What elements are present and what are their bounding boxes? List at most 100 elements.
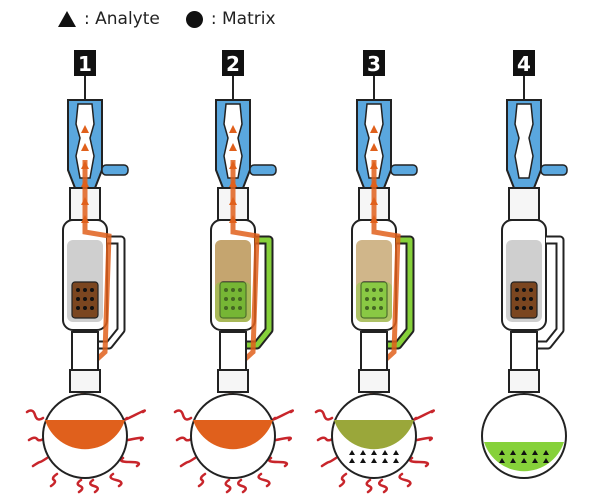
- heat-ray: [413, 409, 435, 421]
- analyte-triangle: [532, 450, 538, 455]
- condensate-drop: [229, 125, 237, 133]
- heat-ray: [89, 478, 99, 494]
- legend-analyte-label: : Analyte: [84, 9, 160, 29]
- step-label-box: [363, 50, 385, 76]
- analyte-triangle: [510, 458, 516, 463]
- analyte-triangle: [543, 458, 549, 463]
- legend: : Analyte : Matrix: [58, 4, 276, 34]
- heat-ray: [224, 478, 232, 494]
- analyte-triangle: [499, 458, 505, 463]
- apparatus-1: 1: [25, 50, 146, 494]
- condensate-drop: [81, 161, 89, 169]
- heat-ray: [197, 472, 207, 488]
- matrix-dot: [76, 306, 80, 310]
- matrix-dot: [83, 297, 87, 301]
- analyte-triangle: [393, 450, 399, 455]
- matrix-dot: [231, 306, 235, 310]
- matrix-dot: [522, 288, 526, 292]
- condensate-drop: [81, 179, 89, 187]
- joint-lower: [508, 369, 540, 393]
- heat-ray: [257, 472, 271, 488]
- heat-ray: [25, 409, 45, 421]
- analyte-triangle: [382, 450, 388, 455]
- matrix-dot: [83, 306, 87, 310]
- heat-ray: [316, 436, 336, 442]
- matrix-dot: [515, 306, 519, 310]
- analyte-triangle: [499, 450, 505, 455]
- heat-ray: [173, 409, 193, 421]
- analyte-triangle: [510, 450, 516, 455]
- condenser-coil: [223, 103, 243, 179]
- triangle-icon: [58, 11, 76, 27]
- matrix-dot: [365, 297, 369, 301]
- analyte-triangle: [532, 458, 538, 463]
- analyte-triangle: [371, 450, 377, 455]
- step-number: 2: [226, 52, 240, 76]
- matrix-dot: [379, 306, 383, 310]
- matrix-dot: [90, 288, 94, 292]
- flask-liquid: [334, 420, 414, 450]
- matrix-dot: [515, 288, 519, 292]
- matrix-dot: [76, 297, 80, 301]
- neck: [510, 331, 538, 377]
- matrix-dot: [238, 297, 242, 301]
- heat-ray: [119, 456, 141, 468]
- joint-upper: [508, 187, 540, 221]
- analyte-triangle: [393, 458, 399, 463]
- condensate-drop: [81, 215, 89, 223]
- heat-ray: [320, 456, 338, 468]
- condensate-drop: [370, 125, 378, 133]
- matrix-dot: [231, 288, 235, 292]
- water-outlet: [390, 164, 418, 176]
- heat-ray: [237, 478, 247, 494]
- heat-ray: [124, 409, 146, 421]
- condensate-drop: [81, 197, 89, 205]
- step-label-box: [513, 50, 535, 76]
- condenser-coil: [364, 103, 384, 179]
- step-number: 4: [517, 52, 531, 76]
- flask-liquid: [484, 442, 564, 472]
- matrix-dot: [83, 288, 87, 292]
- water-outlet: [249, 164, 277, 176]
- legend-matrix-label: : Matrix: [210, 9, 276, 29]
- matrix-dot: [379, 297, 383, 301]
- analyte-triangle: [521, 458, 527, 463]
- joint-lower: [217, 369, 249, 393]
- flask-liquid: [45, 420, 125, 450]
- analyte-triangle: [349, 450, 355, 455]
- matrix-dot: [372, 297, 376, 301]
- matrix-dot: [522, 297, 526, 301]
- matrix-dot: [365, 306, 369, 310]
- water-outlet: [540, 164, 568, 176]
- matrix-dot: [76, 288, 80, 292]
- condenser-coil: [514, 103, 534, 179]
- condensate-drop: [370, 197, 378, 205]
- condensate-drop: [229, 197, 237, 205]
- step-label-box: [74, 50, 96, 76]
- condensate-drop: [81, 143, 89, 151]
- step-number: 1: [78, 52, 92, 76]
- heat-ray: [408, 456, 430, 468]
- matrix-dot: [365, 288, 369, 292]
- circle-icon: [185, 10, 203, 28]
- heat-ray: [175, 436, 195, 442]
- matrix-dot: [529, 306, 533, 310]
- joint-lower: [69, 369, 101, 393]
- condenser-coil: [75, 103, 95, 179]
- neck: [219, 331, 247, 377]
- step-label-box: [222, 50, 244, 76]
- analyte-triangle: [360, 450, 366, 455]
- condensate-drop: [370, 161, 378, 169]
- matrix-dot: [238, 288, 242, 292]
- heat-ray: [27, 436, 47, 442]
- heat-ray: [49, 472, 59, 488]
- joint-lower: [358, 369, 390, 393]
- condensate-drop: [229, 215, 237, 223]
- heat-ray: [76, 478, 84, 494]
- neck: [360, 331, 388, 377]
- water-outlet: [101, 164, 129, 176]
- analyte-triangle: [521, 450, 527, 455]
- heat-ray: [338, 472, 348, 488]
- heat-ray: [365, 478, 373, 494]
